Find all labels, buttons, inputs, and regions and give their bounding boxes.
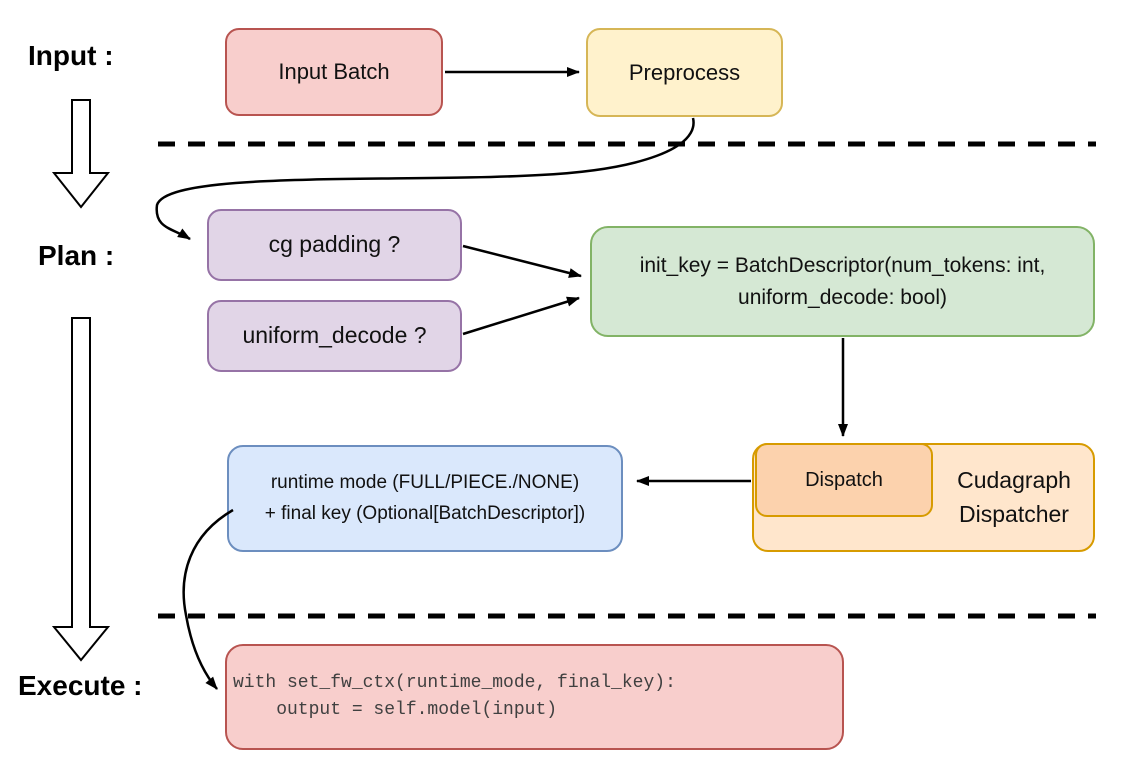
node-init-key-line2: uniform_decode: bool) — [738, 285, 947, 309]
node-dispatch-label: Dispatch — [805, 468, 883, 491]
node-uniform-decode-label: uniform_decode ? — [242, 322, 427, 349]
section-label-plan: Plan : — [38, 240, 115, 271]
node-runtime-mode-line2: + final key (Optional[BatchDescriptor]) — [264, 502, 586, 524]
dispatcher-label-line1: Cudagraph — [957, 467, 1071, 494]
execute-code-line1: with set_fw_ctx(runtime_mode, final_key)… — [233, 673, 676, 693]
dispatcher-label-line2: Dispatcher — [959, 500, 1069, 527]
node-input-batch-label: Input Batch — [278, 59, 390, 85]
node-execute-code: with set_fw_ctx(runtime_mode, final_key)… — [225, 644, 844, 750]
node-init-key: init_key = BatchDescriptor(num_tokens: i… — [590, 226, 1095, 337]
hollow-arrow-plan-to-execute — [51, 317, 111, 662]
node-cg-padding-label: cg padding ? — [268, 231, 401, 258]
node-init-key-line1: init_key = BatchDescriptor(num_tokens: i… — [639, 254, 1046, 277]
section-label-execute: Execute : — [18, 670, 143, 701]
hollow-arrow-input-to-plan — [51, 99, 111, 209]
node-dispatch: Dispatch — [755, 443, 933, 517]
node-cg-padding: cg padding ? — [207, 209, 462, 281]
arrow-cg-padding-to-init-key — [462, 244, 582, 278]
node-preprocess: Preprocess — [586, 28, 783, 117]
arrow-uniform-decode-to-init-key — [462, 296, 580, 336]
node-uniform-decode: uniform_decode ? — [207, 300, 462, 372]
section-label-input: Input : — [28, 40, 114, 71]
node-cudagraph-dispatcher-label: Cudagraph Dispatcher — [933, 443, 1095, 552]
node-input-batch: Input Batch — [225, 28, 443, 116]
node-runtime-mode: runtime mode (FULL/PIECE./NONE) + final … — [227, 445, 623, 552]
execute-code-line2: output = self.model(input) — [233, 700, 558, 720]
node-preprocess-label: Preprocess — [628, 59, 741, 85]
node-runtime-mode-line1: runtime mode (FULL/PIECE./NONE) — [270, 472, 580, 494]
